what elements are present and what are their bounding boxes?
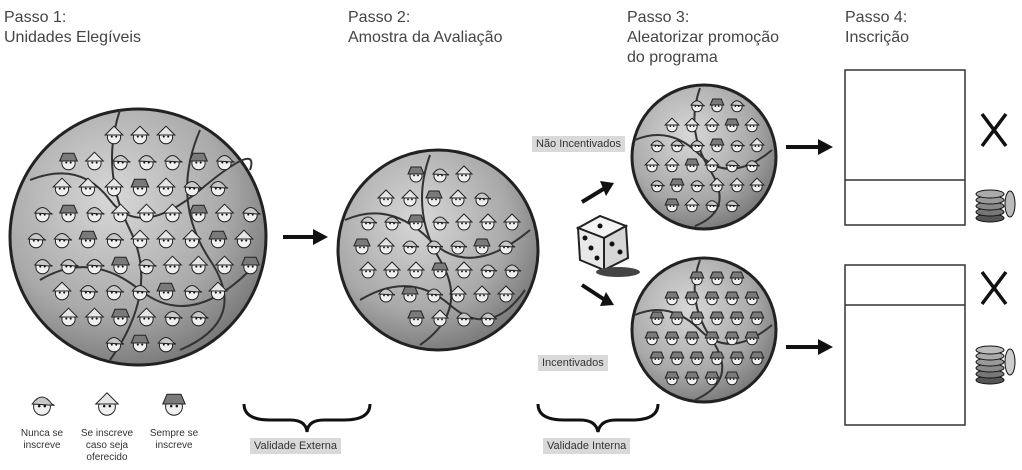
x-mark-icon: [982, 272, 1006, 304]
x-mark-icon: [982, 114, 1006, 146]
legend-never-line2: inscreve: [10, 440, 74, 452]
internal-validity-brace: [538, 404, 658, 432]
complier-person-icon: [96, 393, 118, 415]
enrollment-box-not-encouraged: [845, 70, 965, 225]
not-encouraged-label: Não Incentivados: [532, 136, 625, 152]
arrow-right-icon: [283, 229, 328, 245]
coin-stack-icon: [976, 346, 1015, 384]
coin-stack-icon: [976, 190, 1015, 222]
enrollment-box-encouraged: [845, 265, 965, 425]
legend-complier: Se inscreve caso seja oferecido: [75, 428, 139, 464]
arrow-right-icon: [786, 339, 833, 355]
internal-validity-label: Validade Interna: [543, 438, 630, 454]
dice-icon: [578, 216, 640, 277]
legend-complier-line3: oferecido: [75, 452, 139, 464]
legend-complier-line1: Se inscreve: [75, 428, 139, 440]
arrow-down-right-icon: [582, 285, 614, 306]
arrow-up-right-icon: [582, 181, 614, 202]
encouraged-label: Incentivados: [538, 355, 608, 371]
legend-complier-line2: caso seja: [75, 440, 139, 452]
legend-always-line2: inscreve: [142, 440, 206, 452]
arrow-right-icon: [786, 139, 833, 155]
never-person-icon: [32, 397, 54, 415]
encouraged-globe: [632, 258, 776, 402]
external-validity-brace: [244, 404, 370, 432]
not-encouraged-globe: [632, 85, 776, 229]
external-validity-label: Validade Externa: [250, 438, 341, 454]
legend-always-line1: Sempre se: [142, 428, 206, 440]
legend-always-enroll: Sempre se inscreve: [142, 428, 206, 452]
legend-never-line1: Nunca se: [10, 428, 74, 440]
legend-never-enroll: Nunca se inscreve: [10, 428, 74, 452]
always-person-icon: [163, 394, 185, 415]
